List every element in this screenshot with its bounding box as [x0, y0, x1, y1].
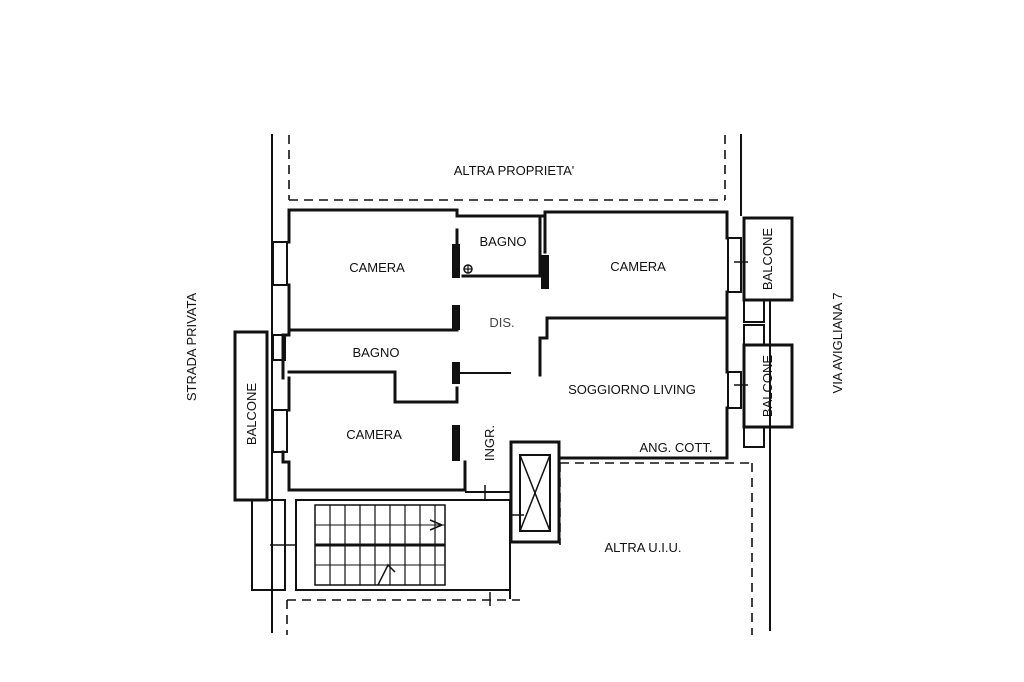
wall-camera-bottom — [281, 450, 467, 492]
label-strada-privata: STRADA PRIVATA — [184, 292, 199, 401]
stair-enclosure — [295, 499, 511, 599]
balcone-right-top — [742, 216, 794, 302]
label-balcone-right-top: BALCONE — [760, 228, 775, 290]
label-soggiorno: SOGGIORNO LIVING — [568, 382, 696, 397]
door-jamb — [452, 425, 460, 461]
label-altra-proprieta: ALTRA PROPRIETA' — [454, 163, 574, 178]
label-camera-top-left: CAMERA — [349, 260, 405, 275]
elevator-cabin — [519, 454, 551, 532]
stair-treads — [314, 504, 446, 586]
door-jamb — [541, 255, 549, 289]
elevator-cross — [519, 454, 551, 532]
label-ang-cott: ANG. COTT. — [640, 440, 713, 455]
label-via-avigliana: VIA AVIGLIANA 7 — [830, 293, 845, 394]
pilaster — [743, 324, 765, 346]
pilaster — [743, 426, 765, 448]
label-balcone-right-bottom: BALCONE — [760, 355, 775, 417]
door-jamb — [452, 362, 460, 384]
label-altra-uiu: ALTRA U.I.U. — [604, 540, 681, 555]
door-jamb — [452, 244, 460, 278]
window — [272, 241, 288, 286]
wall-bagno-top-bottom — [461, 214, 542, 278]
label-camera-top-right: CAMERA — [610, 259, 666, 274]
window — [272, 334, 286, 361]
balcone-right-bottom — [742, 343, 794, 429]
stair-landing-wall — [251, 499, 286, 591]
living-wall-bottom — [558, 406, 729, 460]
label-camera-bottom: CAMERA — [346, 427, 402, 442]
stair-enclosure-inner — [295, 499, 511, 591]
door-jamb — [452, 305, 460, 330]
window — [272, 409, 288, 453]
label-balcone-left: BALCONE — [244, 383, 259, 445]
pilaster — [743, 299, 765, 323]
label-bagno-top: BAGNO — [480, 234, 527, 249]
wall-bagno-bottom — [287, 370, 459, 404]
label-ingr: INGR. — [482, 425, 497, 461]
label-dis: DIS. — [489, 315, 514, 330]
wall-camera-bagno — [287, 316, 459, 332]
window — [727, 371, 742, 409]
living-wall-top — [538, 290, 729, 377]
label-bagno-left: BAGNO — [353, 345, 400, 360]
elevator-shaft — [509, 440, 561, 544]
window — [727, 237, 742, 293]
